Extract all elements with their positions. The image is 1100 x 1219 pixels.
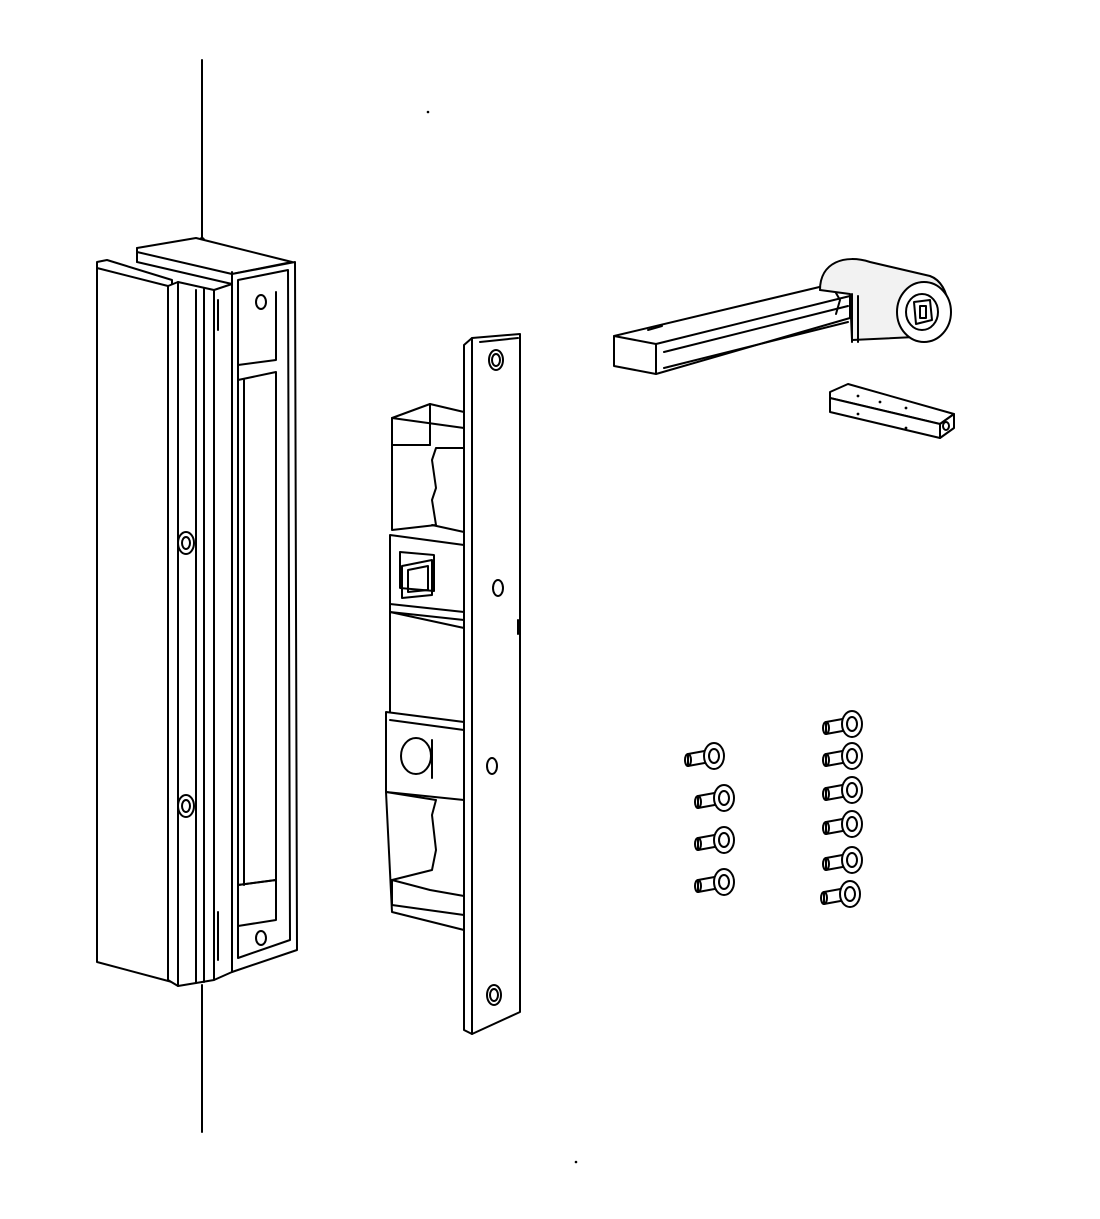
screw [820, 880, 861, 908]
screw [822, 710, 863, 738]
screw [822, 776, 863, 804]
stray-dot-top [426, 110, 430, 114]
housing-screw-upper [177, 531, 195, 555]
stray-dot-bottom [574, 1160, 578, 1164]
strike-plate-assembly [385, 333, 521, 1035]
screw-set [684, 710, 863, 908]
screw [684, 742, 725, 770]
screw [822, 810, 863, 838]
screw [822, 742, 863, 770]
screw [822, 846, 863, 874]
screw [694, 868, 735, 896]
square-spindle [829, 383, 955, 439]
housing-screw-lower [177, 794, 195, 818]
screw [694, 826, 735, 854]
screw [694, 784, 735, 812]
lock-body-housing [96, 59, 298, 1133]
lever-handle [613, 258, 952, 375]
